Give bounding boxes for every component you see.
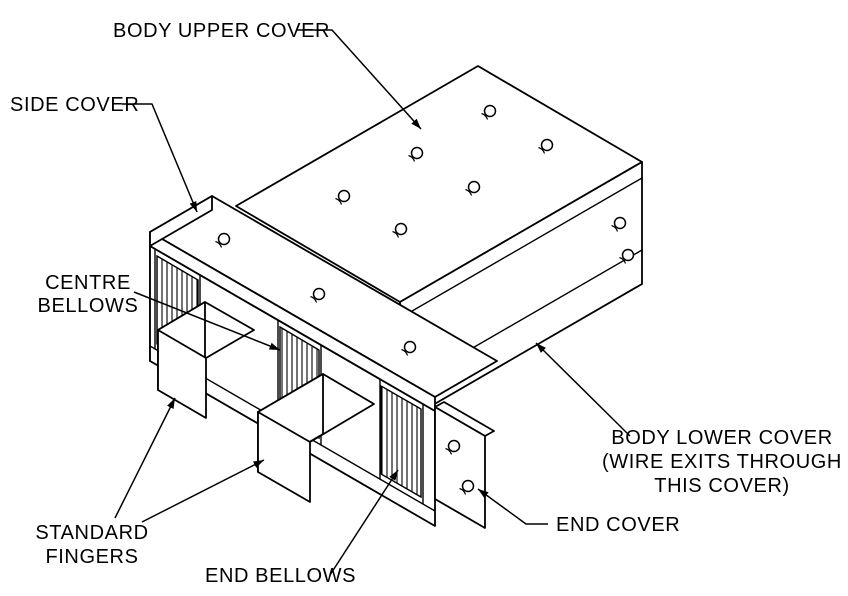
leader-body-upper-cover bbox=[296, 29, 422, 130]
end-bellows-shape bbox=[380, 384, 422, 499]
upper-cover-seam-line bbox=[399, 177, 643, 319]
leader-standard-finger-2 bbox=[141, 459, 265, 523]
label-end-bellows: END BELLOWS bbox=[205, 565, 356, 587]
leader-end-bellows bbox=[329, 469, 399, 576]
callouts: BODY UPPER COVER SIDE COVER CENTRE BELLO… bbox=[10, 20, 842, 587]
standard-finger-2 bbox=[257, 373, 375, 503]
label-standard-fingers-line1: STANDARD bbox=[35, 522, 148, 544]
label-side-cover: SIDE COVER bbox=[10, 94, 139, 116]
label-centre-bellows-line1: CENTRE bbox=[45, 272, 131, 294]
end-cover bbox=[434, 401, 495, 529]
finger2-outer-face bbox=[257, 411, 311, 503]
leader-side-cover bbox=[122, 103, 198, 213]
label-body-lower-cover-line2: (WIRE EXITS THROUGH bbox=[602, 451, 842, 473]
label-body-lower-cover-line3: THIS COVER) bbox=[654, 475, 790, 497]
leader-body-lower-cover bbox=[535, 342, 631, 437]
label-body-lower-cover-line1: BODY LOWER COVER bbox=[611, 427, 833, 449]
leader-standard-finger-1 bbox=[114, 397, 176, 519]
label-standard-fingers-line2: FINGERS bbox=[45, 546, 138, 568]
leader-centre-bellows bbox=[133, 291, 281, 351]
label-body-upper-cover: BODY UPPER COVER bbox=[113, 20, 330, 42]
label-end-cover: END COVER bbox=[556, 514, 680, 536]
end-cover-front-face bbox=[434, 406, 486, 529]
leader-end-cover bbox=[477, 488, 548, 525]
finger1-outer-face bbox=[157, 329, 207, 419]
standard-finger-1 bbox=[157, 301, 255, 419]
label-centre-bellows-line2: BELLOWS bbox=[38, 295, 139, 317]
